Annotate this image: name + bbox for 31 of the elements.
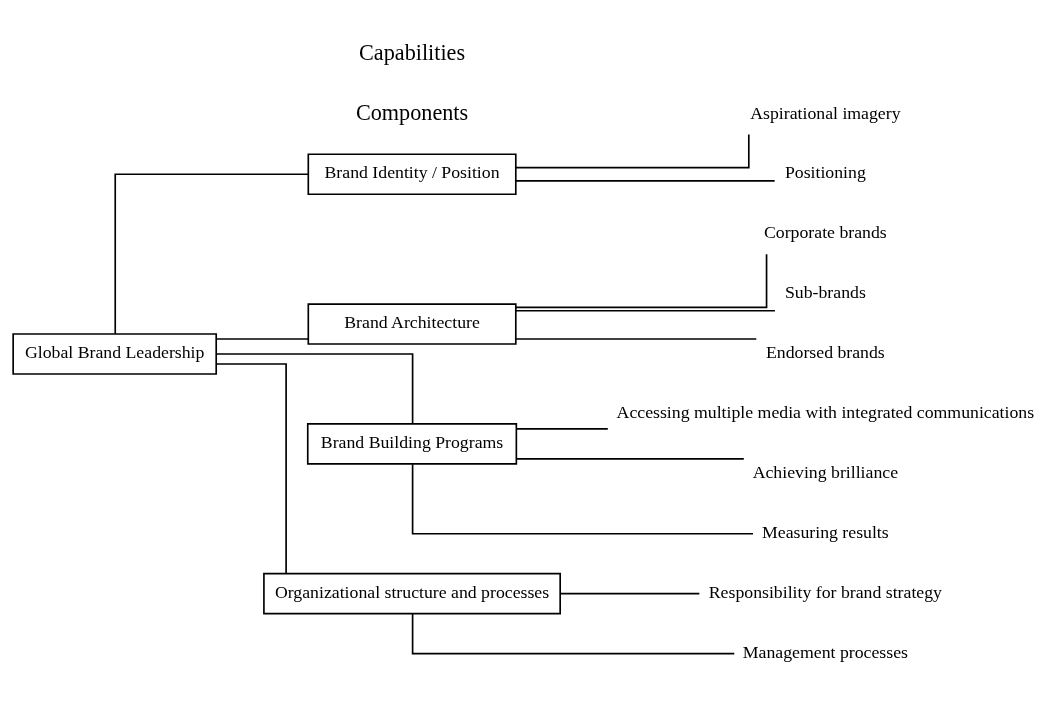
node-box: Organizational structure and processes [263,572,561,614]
connector [411,462,754,535]
connector [515,337,758,340]
node-text: Measuring results [762,521,889,542]
node-text: Responsibility for brand strategy [708,581,942,602]
node-box: Brand Building Programs [306,422,518,465]
connector [515,179,776,182]
node-text: Positioning [784,161,866,182]
connector [516,427,609,430]
node-text: Endorsed brands [765,341,885,362]
node-box: Brand Identity / Position [307,152,517,195]
node-text: Accessing multiple media with integrated communications [616,401,1035,422]
connector [515,252,768,308]
connector [215,352,414,424]
label: Capabilities [359,39,466,65]
connector [411,612,736,654]
node-box: Global Brand Leadership [12,332,218,375]
node-text: Achieving brilliance [752,461,899,482]
node-box: Brand Architecture [307,302,517,345]
connector [515,309,776,312]
connector [215,362,287,575]
node-text: Management processes [742,641,908,662]
connector [215,337,310,340]
connector [114,172,310,335]
connector [516,457,745,460]
label: Components [355,99,469,125]
node-text: Sub-brands [784,281,866,302]
node-text: Corporate brands [764,221,887,242]
connector [515,133,750,168]
node-text: Aspirational imagery [750,102,901,123]
connector [559,592,701,594]
